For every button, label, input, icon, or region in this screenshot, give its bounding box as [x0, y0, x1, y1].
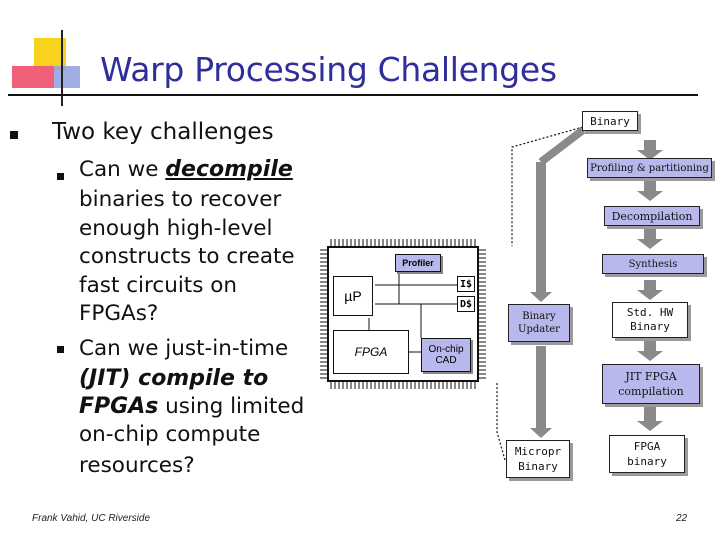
chip-fpga: FPGA	[333, 330, 409, 374]
sub1-prefix: Can we	[79, 157, 166, 182]
sub2-rest: using limited	[158, 394, 305, 419]
chip-profiler: Profiler	[395, 254, 441, 272]
chip-instruction-cache: I$	[457, 276, 475, 292]
sub2-line-5: resources?	[79, 453, 195, 478]
sub2-line-2: (JIT) compile to	[79, 364, 268, 394]
bullet-marker	[10, 131, 18, 139]
chip-microprocessor: µP	[333, 276, 373, 316]
profiling-partitioning-box: Profiling & partitioning	[587, 158, 712, 178]
jit-fpga-compilation-box: JIT FPGA compilation	[602, 364, 700, 404]
sub-bullet-jit: Can we just-in-time	[79, 336, 289, 361]
fpga-binary-box: FPGA binary	[609, 435, 685, 473]
binary-to-updater-link	[538, 126, 586, 166]
arrow-profiling-to-decompilation	[637, 181, 663, 201]
chip-pin-ticks	[320, 239, 486, 389]
micropr-binary-box: Micropr Binary	[506, 440, 570, 478]
sub2-emphasis-1: (JIT) compile to	[79, 366, 269, 391]
binary-updater-box: Binary Updater	[508, 304, 570, 342]
micropr-dashed-link	[496, 382, 506, 461]
sub1-line-2: enough high-level	[79, 216, 273, 241]
sub2-line-4: on-chip compute	[79, 422, 261, 447]
arrow-synthesis-to-stdhw	[637, 280, 663, 300]
binary-dashed-link	[511, 126, 584, 246]
sub-bullet-decompile: Can we decompile	[79, 155, 293, 185]
sub2-emphasis-2: FPGAs	[79, 394, 159, 419]
slide-title: Warp Processing Challenges	[100, 50, 557, 89]
warp-chip: Profiler µP I$ D$ FPGA On-chip CAD	[327, 246, 479, 382]
chip-internal-wiring	[368, 272, 457, 353]
arrow-stdhw-to-jit	[637, 341, 663, 361]
sub-bullet-marker	[57, 173, 64, 180]
sub1-line-5: FPGAs?	[79, 301, 159, 326]
ornament-blue-square	[54, 66, 80, 88]
chip-data-cache: D$	[457, 296, 475, 312]
ornament-pink-square	[12, 66, 54, 88]
synthesis-box: Synthesis	[602, 254, 704, 274]
ornament-vertical-line	[61, 30, 63, 106]
arrow-binary-to-profiling	[637, 140, 663, 160]
arrow-updater-to-micropr	[530, 346, 552, 438]
page-number: 22	[676, 513, 688, 524]
std-hw-binary-box: Std. HW Binary	[612, 302, 688, 338]
binary-box: Binary	[582, 111, 638, 131]
decompilation-box: Decompilation	[604, 206, 700, 226]
footer-author: Frank Vahid, UC Riverside	[32, 513, 151, 524]
sub-bullet-marker	[57, 346, 64, 353]
bullet-two-key-challenges: Two key challenges	[52, 119, 274, 145]
ornament-yellow-square	[34, 38, 66, 70]
sub1-line-4: fast circuits on	[79, 273, 238, 298]
sub1-emphasis: decompile	[165, 157, 293, 182]
sub1-line-1: binaries to recover	[79, 187, 282, 212]
sub2-line-3: FPGAs using limited	[79, 392, 304, 422]
arrow-binary-to-updater	[530, 162, 552, 302]
arrow-jit-to-fpgabinary	[637, 407, 663, 431]
chip-onchip-cad: On-chip CAD	[421, 338, 471, 372]
title-underline	[8, 94, 698, 96]
arrow-decompilation-to-synthesis	[637, 229, 663, 249]
sub1-line-3: constructs to create	[79, 244, 295, 269]
